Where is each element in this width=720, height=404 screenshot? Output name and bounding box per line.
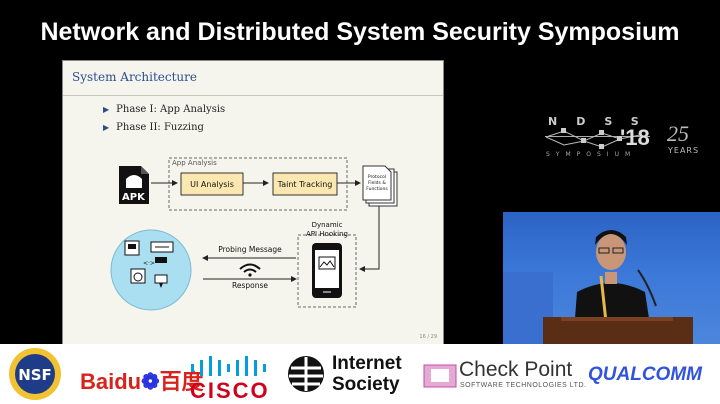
slide-title: System Architecture — [72, 70, 197, 84]
wifi-icon — [239, 263, 261, 277]
anniversary-number: 25 — [667, 121, 689, 146]
system-architecture-diagram: App Analysis APK UI Analysis Taint Track… — [110, 157, 398, 311]
svg-text:<·>: <·> — [143, 260, 155, 267]
taint-tracking-box — [272, 172, 338, 196]
doc-line-3: Functions — [366, 186, 388, 192]
internet-society-line-2: Society — [332, 374, 400, 395]
bullet-phase-2: ▶ Phase II: Fuzzing — [103, 122, 204, 133]
sponsor-logo-strip: NSF Baidu❁百度 CISCO Internet Society Chec… — [0, 344, 720, 404]
ndss-symposium: SYMPOSIUM — [546, 151, 637, 158]
checkpoint-emblem-icon — [423, 364, 457, 388]
doc-line-2: Fields & — [368, 180, 386, 186]
nsf-logo: NSF — [9, 348, 61, 400]
ui-analysis-box — [180, 172, 244, 196]
conference-banner-title: Network and Distributed System Security … — [40, 17, 680, 46]
doc-line-1: Protocol — [368, 174, 386, 180]
bullet-text: Phase II: Fuzzing — [116, 122, 204, 133]
speaker-video-feed — [503, 212, 720, 345]
internet-society-logo: Internet Society — [332, 353, 402, 395]
bullet-phase-1: ▶ Phase I: App Analysis — [103, 104, 225, 115]
internet-society-line-1: Internet — [332, 353, 402, 374]
baidu-cn-text: 百度 — [159, 369, 204, 394]
cisco-bars-icon — [191, 356, 266, 376]
ndss-18-logo: NDSS '18 SYMPOSIUM 25 YEARS — [540, 115, 700, 167]
qualcomm-logo: QUALCOMM — [588, 364, 702, 385]
protocol-document-icon: Protocol Fields & Functions — [362, 165, 398, 207]
ui-analysis-label: UI Analysis — [190, 180, 234, 189]
bullet-triangle-icon: ▶ — [103, 105, 110, 114]
ndss-network-line — [545, 136, 650, 137]
nsf-text: NSF — [18, 366, 52, 384]
taint-tracking-label: Taint Tracking — [277, 180, 333, 189]
baidu-text: Baidu — [80, 369, 142, 394]
ndss-letters: NDSS — [548, 115, 658, 128]
presentation-slide: System Architecture ▶ Phase I: App Analys… — [62, 60, 444, 345]
slide-page-number: 16 / 29 — [419, 334, 437, 340]
internet-society-globe-icon — [288, 356, 324, 392]
anniversary-years: YEARS — [668, 146, 700, 155]
probing-message-label: Probing Message — [218, 245, 282, 254]
response-label: Response — [232, 281, 268, 290]
speaker-figure — [503, 230, 693, 345]
checkpoint-subtext: SOFTWARE TECHNOLOGIES LTD. — [460, 382, 587, 389]
ndss-network-icon — [545, 128, 641, 149]
smartphone-icon — [312, 243, 342, 298]
cisco-text: CISCO — [190, 378, 270, 403]
slide-header-divider — [63, 95, 443, 96]
checkpoint-text: Check Point — [459, 358, 573, 381]
baidu-logo: Baidu❁百度 — [80, 364, 204, 396]
hooking-label-2: API Hooking — [306, 230, 348, 238]
bullet-triangle-icon: ▶ — [103, 123, 110, 132]
baidu-paw-icon: ❁ — [141, 369, 160, 394]
apk-label: APK — [122, 192, 146, 203]
iot-devices-icon: <·> — [110, 229, 192, 311]
bullet-text: Phase I: App Analysis — [116, 104, 226, 115]
hooking-label-1: Dynamic — [312, 221, 343, 229]
cisco-logo: CISCO — [188, 354, 274, 403]
ndss-year: '18 — [620, 125, 650, 150]
apk-file-icon: APK — [119, 166, 149, 204]
app-analysis-label: App Analysis — [172, 159, 217, 167]
